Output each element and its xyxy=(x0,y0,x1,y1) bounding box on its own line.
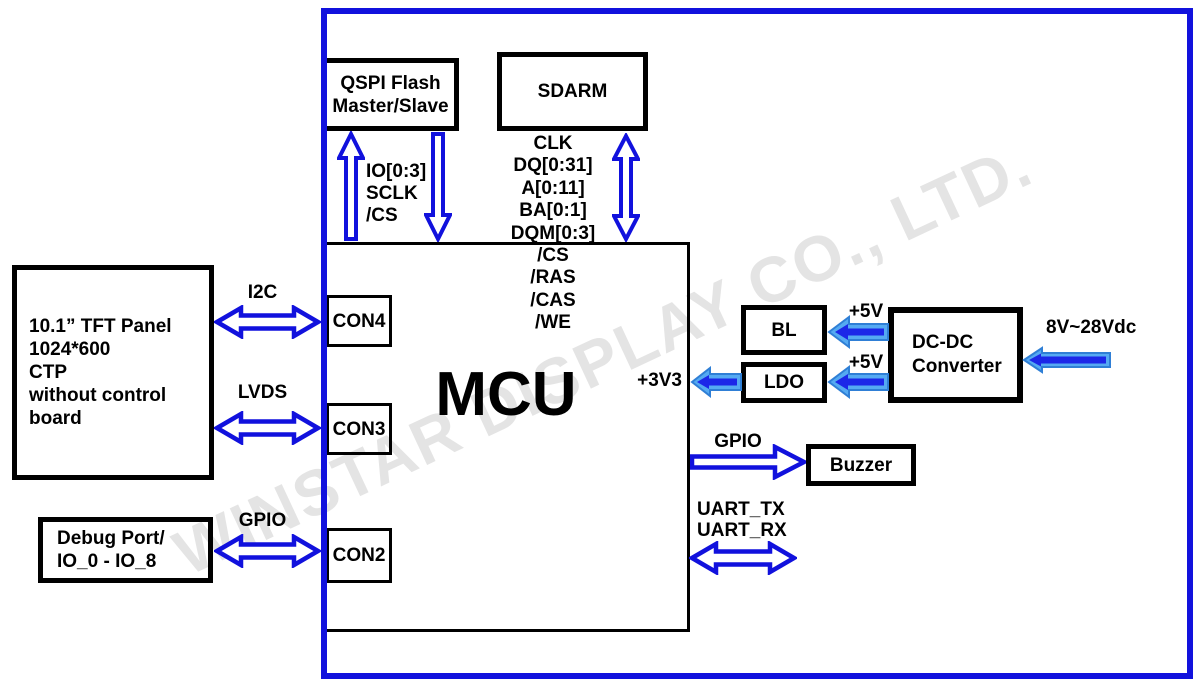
tft-line4: without control xyxy=(29,385,167,406)
bl-label: BL xyxy=(771,319,797,341)
uart-arrow xyxy=(689,541,797,575)
qspi-bus-sclk: SCLK xyxy=(366,183,418,204)
con3-label: CON3 xyxy=(332,418,386,440)
mcu-label: MCU xyxy=(435,360,577,429)
gpio-debug-arrow xyxy=(214,534,321,568)
sdram-box: SDARM xyxy=(497,52,648,131)
dcdc-line1: DC-DC xyxy=(912,332,974,353)
tft-line5: board xyxy=(29,408,82,429)
con4-box: CON4 xyxy=(326,295,392,347)
con2-label: CON2 xyxy=(332,545,386,566)
con2-box: CON2 xyxy=(326,528,392,583)
lvds-label: LVDS xyxy=(237,382,288,403)
ldo-label: LDO xyxy=(763,372,805,393)
lvds-arrow xyxy=(214,411,321,445)
v5-ldo-label: +5V xyxy=(848,352,884,373)
sdram-bus-arrow xyxy=(612,133,640,242)
sdram-bus-clk: CLK xyxy=(533,133,573,154)
ldo-box: LDO xyxy=(741,362,827,403)
qspi-bus-io: IO[0:3] xyxy=(366,161,427,182)
vin-label: 8V~28Vdc xyxy=(1046,317,1137,338)
sdram-bus-cs: /CS xyxy=(537,245,569,267)
i2c-label: I2C xyxy=(247,282,278,303)
sdram-bus-dqm: DQM[0:3] xyxy=(510,222,596,244)
sdram-bus-cas: /CAS xyxy=(530,289,576,311)
qspi-write-arrow-up xyxy=(337,131,365,241)
buzzer-label: Buzzer xyxy=(829,454,893,476)
debug-line2: IO_0 - IO_8 xyxy=(57,551,157,572)
qspi-read-arrow-down xyxy=(424,132,452,242)
bl-box: BL xyxy=(741,305,827,355)
sdram-bus-dq: DQ[0:31] xyxy=(513,155,593,177)
sdram-bus-signals: CLK DQ[0:31] A[0:11] BA[0:1] DQM[0:3] /C… xyxy=(480,133,626,335)
tft-line2: 1024*600 xyxy=(29,339,111,360)
gpio-buzzer-arrow xyxy=(690,444,806,480)
gpio-debug-label: GPIO xyxy=(238,510,287,531)
dcdc-line2: Converter xyxy=(912,356,1002,377)
con3-box: CON3 xyxy=(326,403,392,455)
qspi-flash-box: QSPI Flash Master/Slave xyxy=(322,58,459,131)
debug-port-box: Debug Port/ IO_0 - IO_8 xyxy=(38,517,213,583)
tft-panel-box: 10.1” TFT Panel 1024*600 CTP without con… xyxy=(12,265,214,480)
v5-bl-label: +5V xyxy=(848,301,884,322)
v5-bl-arrow xyxy=(827,315,889,349)
sdram-bus-ras: /RAS xyxy=(530,267,576,289)
sdram-label: SDARM xyxy=(537,81,608,102)
qspi-bus-signals: IO[0:3] SCLK /CS xyxy=(366,161,426,227)
qspi-flash-label-line1: QSPI Flash xyxy=(340,72,441,94)
sdram-bus-we: /WE xyxy=(535,312,571,334)
gpio-buzzer-label: GPIO xyxy=(714,431,762,452)
qspi-flash-label-line2: Master/Slave xyxy=(332,95,449,117)
sdram-bus-a: A[0:11] xyxy=(521,177,585,199)
tft-line1: 10.1” TFT Panel xyxy=(29,316,172,337)
uart-tx-label: UART_TX xyxy=(697,499,785,520)
debug-line1: Debug Port/ xyxy=(57,528,165,549)
i2c-arrow xyxy=(214,305,321,339)
buzzer-box: Buzzer xyxy=(806,444,916,486)
qspi-bus-cs: /CS xyxy=(366,205,398,226)
v3-arrow xyxy=(690,366,742,398)
uart-rx-label: UART_RX xyxy=(697,520,787,541)
v3-label: +3V3 xyxy=(637,370,682,391)
vin-arrow xyxy=(1022,346,1111,374)
sdram-bus-ba: BA[0:1] xyxy=(519,200,587,222)
dcdc-converter-box: DC-DC Converter xyxy=(888,307,1023,403)
con4-label: CON4 xyxy=(332,310,386,332)
v5-ldo-arrow xyxy=(827,365,889,399)
tft-line3: CTP xyxy=(29,362,67,383)
